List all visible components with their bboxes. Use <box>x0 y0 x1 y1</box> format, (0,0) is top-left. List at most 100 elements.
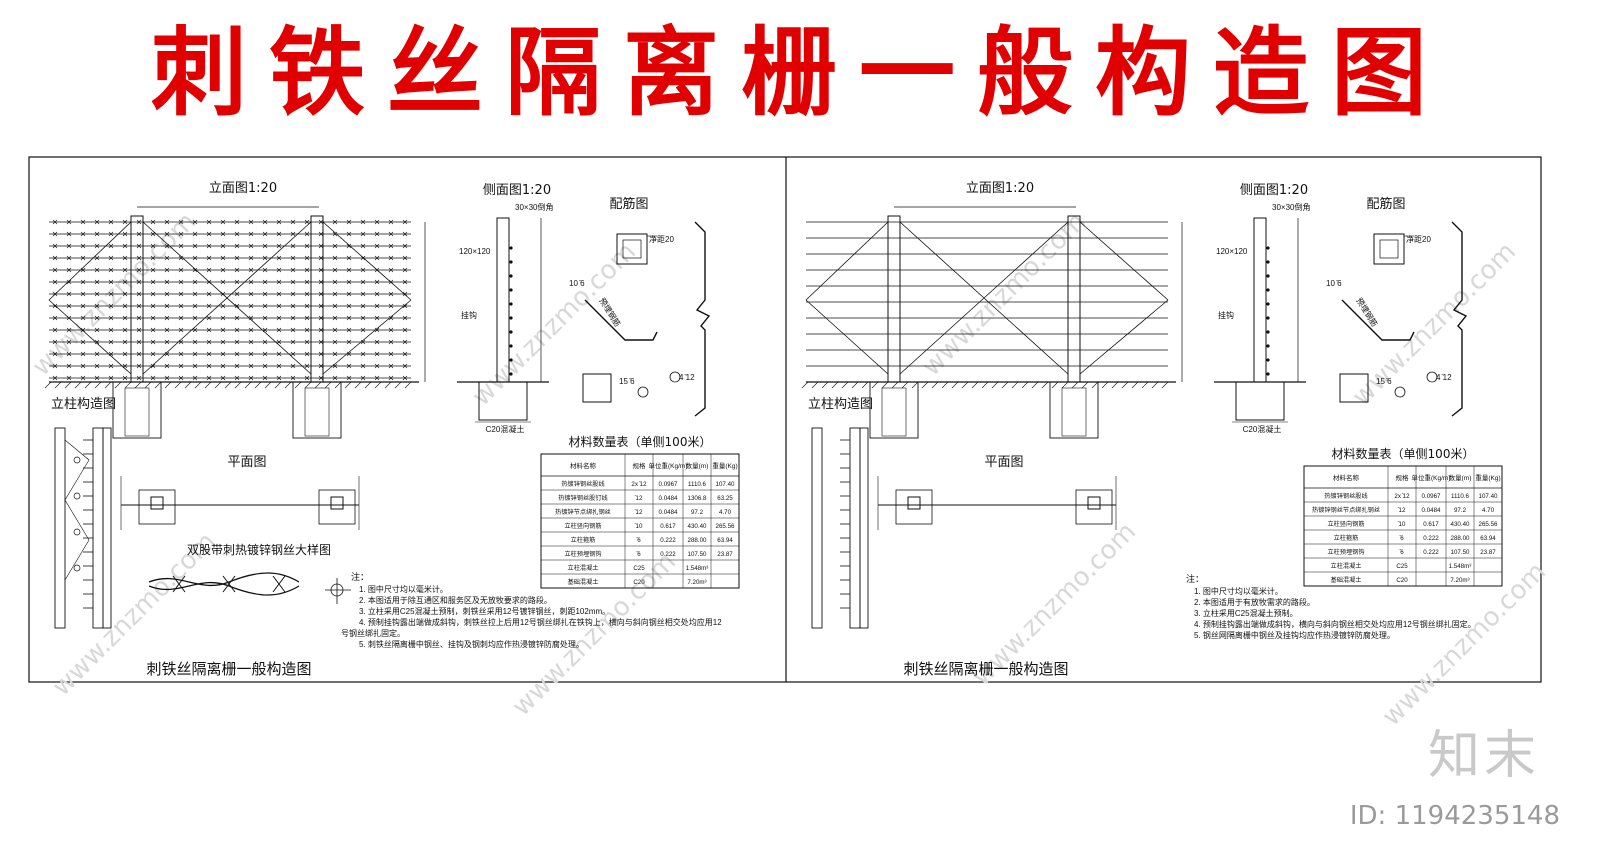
table-cell: 0.0484 <box>659 509 678 516</box>
panel-caption: 刺铁丝隔离栅一般构造图 <box>903 660 1068 678</box>
twisted-wire <box>148 581 300 596</box>
table-cell: 热镀锌钢丝股线 <box>561 480 604 488</box>
rebar-section-inner <box>622 239 642 259</box>
barb <box>374 231 380 237</box>
plan-post <box>330 496 344 510</box>
barb <box>108 219 114 225</box>
barb <box>108 267 114 273</box>
barb <box>220 279 226 285</box>
table-cell: ̄12 <box>635 495 643 502</box>
barb <box>80 327 86 333</box>
vertical-bar <box>1451 221 1468 417</box>
ground-hatch <box>1101 381 1109 389</box>
barb <box>346 219 352 225</box>
barb <box>332 339 338 345</box>
barb <box>178 279 184 285</box>
barb <box>318 291 324 297</box>
barb <box>374 339 380 345</box>
ground-hatch <box>354 381 362 389</box>
diagonal-wire <box>899 221 1069 375</box>
ground-hatch <box>1141 381 1149 389</box>
plan-post <box>1087 496 1101 510</box>
table-cell: 288.00 <box>688 537 707 544</box>
table-cell: 立柱箍筋 <box>1334 534 1359 542</box>
barb <box>108 231 114 237</box>
ground-hatch <box>881 381 889 389</box>
barb <box>276 327 282 333</box>
barb <box>206 231 212 237</box>
barb <box>66 267 72 273</box>
hook-dot <box>509 274 513 278</box>
barb <box>52 327 58 333</box>
ground-hatch <box>991 381 999 389</box>
barb <box>304 351 310 357</box>
barb <box>164 339 170 345</box>
barb <box>108 291 114 297</box>
barb <box>94 327 100 333</box>
barb <box>374 279 380 285</box>
table-cell: 0.617 <box>660 523 676 530</box>
hook-dot <box>1266 316 1270 320</box>
barb <box>248 303 254 309</box>
barb <box>402 303 408 309</box>
barb <box>402 279 408 285</box>
watermark-url: www.znzmo.com <box>917 207 1092 382</box>
post-footing-inner <box>124 387 150 437</box>
barb <box>276 315 282 321</box>
ground-hatch <box>154 381 162 389</box>
plan-post <box>150 496 164 510</box>
table-header: 规格 <box>633 461 647 470</box>
ground-hatch <box>1091 381 1099 389</box>
barb <box>220 339 226 345</box>
barb <box>206 375 212 381</box>
barb <box>332 243 338 249</box>
barb <box>164 219 170 225</box>
barb <box>360 363 366 369</box>
table-cell: 热镀锌节点绑扎钢丝 <box>555 508 611 516</box>
ground-hatch <box>384 381 392 389</box>
table-cell: 0.222 <box>660 537 676 544</box>
ground-hatch <box>394 381 402 389</box>
post-detail-title: 立柱构造图 <box>51 397 116 412</box>
barb <box>248 231 254 237</box>
post-footing-inner <box>881 387 907 437</box>
barb <box>276 243 282 249</box>
barb <box>164 375 170 381</box>
barb <box>318 231 324 237</box>
bar-c-label: 4 ̄12 <box>1436 373 1452 382</box>
table-cell: 430.40 <box>688 523 707 530</box>
barb <box>206 339 212 345</box>
barb <box>304 363 310 369</box>
barb <box>234 243 240 249</box>
barb <box>94 303 100 309</box>
barb <box>332 315 338 321</box>
table-header: 重量(Kg) <box>1475 474 1500 482</box>
barb <box>80 219 86 225</box>
rebar-title: 配筋图 <box>609 196 648 212</box>
table-cell: C20 <box>1396 577 1408 584</box>
barb <box>402 231 408 237</box>
table-cell: 107.40 <box>716 481 735 488</box>
barb <box>80 279 86 285</box>
barb-spike <box>272 575 286 593</box>
barb <box>66 339 72 345</box>
barb <box>276 363 282 369</box>
ground-hatch <box>134 381 142 389</box>
barb <box>360 231 366 237</box>
barb <box>360 255 366 261</box>
barb <box>332 279 338 285</box>
barb <box>164 267 170 273</box>
barb <box>220 267 226 273</box>
drawing-frames <box>28 156 1542 683</box>
plan-footing <box>895 489 933 525</box>
callout-circle <box>1426 371 1438 383</box>
barb <box>122 267 128 273</box>
hook-dot <box>1266 344 1270 348</box>
table-cell: ̄12 <box>1398 507 1406 514</box>
barb <box>66 291 72 297</box>
ground-hatch <box>124 381 132 389</box>
barb <box>360 243 366 249</box>
barb-spike <box>172 575 186 593</box>
ground-hatch <box>214 381 222 389</box>
barb <box>290 267 296 273</box>
